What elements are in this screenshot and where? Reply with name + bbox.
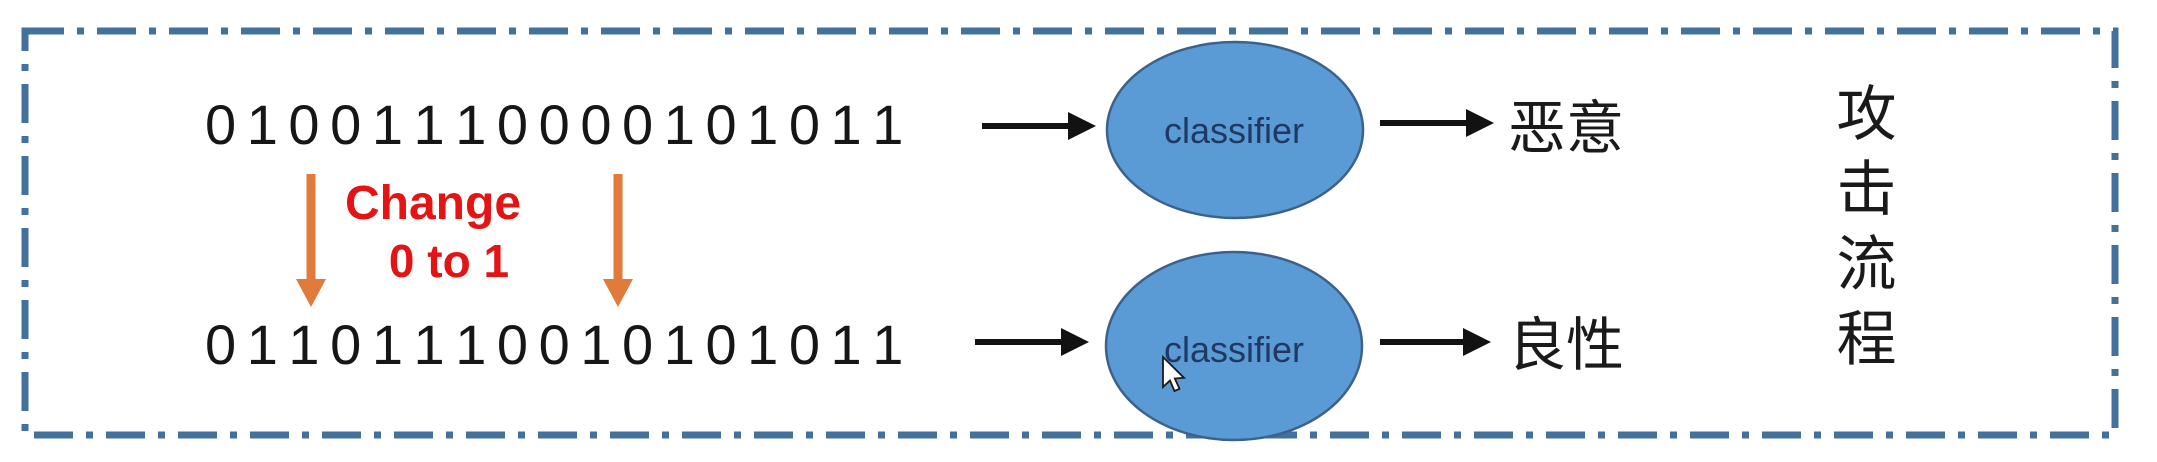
classifier-label-top: classifier [1163, 110, 1305, 151]
change-arrow-right-icon [603, 174, 633, 307]
input-arrow-bottom-icon [975, 328, 1089, 356]
classifier-ellipse-top [1105, 40, 1365, 220]
output-arrow-bottom-icon [1380, 328, 1491, 356]
classifier-ellipse-bottom [1104, 250, 1364, 442]
attack-process-title: 攻击流程 [1828, 82, 1895, 382]
mouse-cursor-icon [1162, 354, 1187, 393]
change-annotation-line1: Change [345, 177, 522, 230]
modified-bitstring: 0 1 1 0 1 1 1 0 0 1 0 1 0 1 0 1 1 [205, 313, 904, 376]
original-bitstring: 0 1 0 0 1 1 1 0 0 0 0 1 0 1 0 1 1 [205, 93, 904, 156]
change-annotation: Change 0 to 1 [345, 177, 535, 287]
output-arrow-top-icon [1380, 109, 1494, 137]
change-arrow-left-icon [296, 174, 326, 307]
malicious-result-label: 恶意 [1508, 96, 1625, 161]
change-annotation-line2: 0 to 1 [388, 235, 510, 287]
input-arrow-top-icon [982, 112, 1096, 140]
benign-result-label: 良性 [1508, 313, 1625, 378]
dashed-border [21, 27, 2119, 439]
classifier-label-bottom: classifier [1163, 329, 1305, 370]
